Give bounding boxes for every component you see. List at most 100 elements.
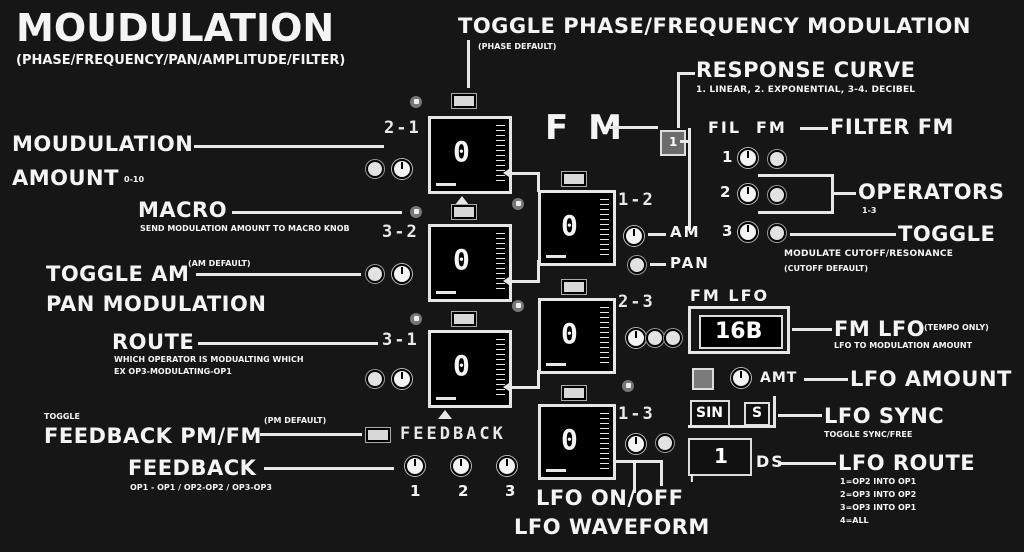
am-pan-toggle-3-1[interactable] xyxy=(366,370,384,388)
macro-desc: SEND MODULATION AMOUNT TO MACRO KNOB xyxy=(140,224,350,233)
toggle-label: TOGGLE xyxy=(898,222,996,246)
filter-fm-toggle-3[interactable] xyxy=(768,224,786,242)
ds-panel-label: DS xyxy=(756,452,785,471)
feedback-num-1: 1 xyxy=(410,482,421,500)
phase-default-note: (PHASE DEFAULT) xyxy=(478,42,557,51)
lfo-amount-label: LFO AMOUNT xyxy=(850,367,1012,391)
mod-knob-3-2[interactable] xyxy=(392,264,412,284)
toggle-desc: MODULATE CUTOFF/RESONANCE xyxy=(784,249,954,259)
route-label-1-3: 1-3 xyxy=(618,404,655,424)
pm-default-note: (PM DEFAULT) xyxy=(264,416,327,425)
mod-knob-2-3[interactable] xyxy=(626,328,646,348)
feedback-num-3: 3 xyxy=(505,482,516,500)
am-default-note: (AM DEFAULT) xyxy=(188,259,251,268)
filter-fm-knob-1[interactable] xyxy=(738,148,758,168)
am-pan-toggle-3-2[interactable] xyxy=(366,265,384,283)
lfo-waveform-button[interactable] xyxy=(692,368,714,390)
fil-header: FIL xyxy=(708,118,742,137)
am-pan-toggle-2-3-a[interactable] xyxy=(646,329,664,347)
macro-icon-3-1[interactable] xyxy=(410,313,422,325)
route-label-1-2: 1-2 xyxy=(618,190,655,210)
toggle-small-label: TOGGLE xyxy=(44,412,80,421)
operators-label: OPERATORS xyxy=(858,180,1005,204)
toggle-am-label: TOGGLE AM xyxy=(46,262,190,286)
macro-label: MACRO xyxy=(138,198,228,222)
lfo-sync-label: LFO SYNC xyxy=(824,404,945,428)
feedback-num-2: 2 xyxy=(458,482,469,500)
fm-lfo-display-frame: 16B xyxy=(688,306,790,354)
fm-lfo-desc: LFO TO MODULATION AMOUNT xyxy=(834,341,973,350)
response-curve-button[interactable]: 1 xyxy=(660,130,686,156)
am-pan-toggle-2-3-b[interactable] xyxy=(664,329,682,347)
pan-modulation-label: PAN MODULATION xyxy=(46,292,267,316)
cutoff-default-note: (CUTOFF DEFAULT) xyxy=(784,264,868,273)
feedback-pm-fm-toggle[interactable] xyxy=(366,428,390,442)
filter-fm-knob-3[interactable] xyxy=(738,222,758,242)
mod-amount-box-3-1[interactable]: 0 xyxy=(428,330,512,408)
filter-fm-toggle-1[interactable] xyxy=(768,150,786,168)
pm-fm-toggle-2-3[interactable] xyxy=(562,280,586,294)
response-curve-label: RESPONSE CURVE xyxy=(696,58,916,82)
mod-amount-label-2: AMOUNT xyxy=(12,166,119,190)
feedback-panel-label: FEEDBACK xyxy=(400,424,506,444)
feedback-knob-2[interactable] xyxy=(451,456,471,476)
filter-fm-knob-2[interactable] xyxy=(738,184,758,204)
mod-knob-3-1[interactable] xyxy=(392,369,412,389)
pan-toggle-1-2[interactable] xyxy=(628,256,646,274)
feedback-label: FEEDBACK xyxy=(128,456,257,480)
route-label-3-2: 3-2 xyxy=(382,222,419,242)
macro-icon-2-3[interactable] xyxy=(512,300,524,312)
feedback-knob-1[interactable] xyxy=(405,456,425,476)
mod-amount-box-3-2[interactable]: 0 xyxy=(428,224,512,302)
operator-num-2: 2 xyxy=(720,183,731,201)
pm-fm-toggle-3-1[interactable] xyxy=(452,312,476,326)
mod-knob-1-2[interactable] xyxy=(624,226,644,246)
lfo-route-4: 4=ALL xyxy=(840,516,869,525)
mod-amount-box-2-1[interactable]: 0 xyxy=(428,116,512,194)
page-title: MOUDULATION xyxy=(16,6,335,50)
operator-num-1: 1 xyxy=(722,148,733,166)
fm-lfo-header: FM LFO xyxy=(690,286,770,305)
toggle-pm-fm-label: TOGGLE PHASE/FREQUENCY MODULATION xyxy=(458,14,971,38)
filter-fm-label: FILTER FM xyxy=(830,115,954,139)
route-label-3-1: 3-1 xyxy=(382,330,419,350)
lfo-route-3: 3=OP3 INTO OP1 xyxy=(840,503,917,512)
mod-amount-box-2-3[interactable]: 0 xyxy=(538,298,616,374)
pm-fm-toggle-button[interactable] xyxy=(452,94,476,108)
fm-lfo-rate-display[interactable]: 16B xyxy=(699,315,783,349)
feedback-pm-fm-label: FEEDBACK PM/FM xyxy=(44,424,262,448)
macro-icon-1-3[interactable] xyxy=(622,380,634,392)
filter-fm-toggle-2[interactable] xyxy=(768,186,786,204)
page-subtitle: (PHASE/FREQUENCY/PAN/AMPLITUDE/FILTER) xyxy=(16,53,346,68)
pm-fm-toggle-1-3[interactable] xyxy=(562,386,586,400)
macro-icon-3-2[interactable] xyxy=(410,206,422,218)
lfo-waveform-display[interactable]: SIN xyxy=(690,400,730,428)
macro-icon-2-1[interactable] xyxy=(410,96,422,108)
pm-fm-toggle-1-2[interactable] xyxy=(562,172,586,186)
mod-amount-box-1-3[interactable]: 0 xyxy=(538,404,616,480)
route-label-2-3: 2-3 xyxy=(618,292,655,312)
am-pan-toggle-2-1[interactable] xyxy=(366,160,384,178)
lfo-waveform-label: LFO WAVEFORM xyxy=(514,515,710,539)
lfo-route-2: 2=OP3 INTO OP2 xyxy=(840,490,917,499)
fm-panel-header: F M xyxy=(545,108,626,148)
lfo-sync-desc: TOGGLE SYNC/FREE xyxy=(824,430,913,439)
lfo-on-off-toggle[interactable] xyxy=(656,434,674,452)
response-curve-desc: 1. LINEAR, 2. EXPONENTIAL, 3-4. DECIBEL xyxy=(696,85,916,95)
lfo-on-off-label: LFO ON/OFF xyxy=(536,486,684,510)
feedback-knob-3[interactable] xyxy=(497,456,517,476)
lfo-route-display[interactable]: 1 xyxy=(688,438,752,476)
operators-range: 1-3 xyxy=(862,206,877,215)
lfo-route-label: LFO ROUTE xyxy=(838,451,976,475)
mod-knob-2-1[interactable] xyxy=(392,159,412,179)
am-panel-label: AM xyxy=(670,223,701,241)
mod-knob-1-3[interactable] xyxy=(626,434,646,454)
amt-panel-label: AMT xyxy=(760,370,798,386)
mod-amount-box-1-2[interactable]: 0 xyxy=(538,190,616,266)
pm-fm-toggle-3-2[interactable] xyxy=(452,205,476,219)
macro-icon-1-2[interactable] xyxy=(512,198,524,210)
pan-panel-label: PAN xyxy=(670,254,710,272)
tempo-only-note: (TEMPO ONLY) xyxy=(924,323,989,332)
mod-amount-range: 0-10 xyxy=(124,175,145,184)
lfo-amount-knob[interactable] xyxy=(731,368,751,388)
